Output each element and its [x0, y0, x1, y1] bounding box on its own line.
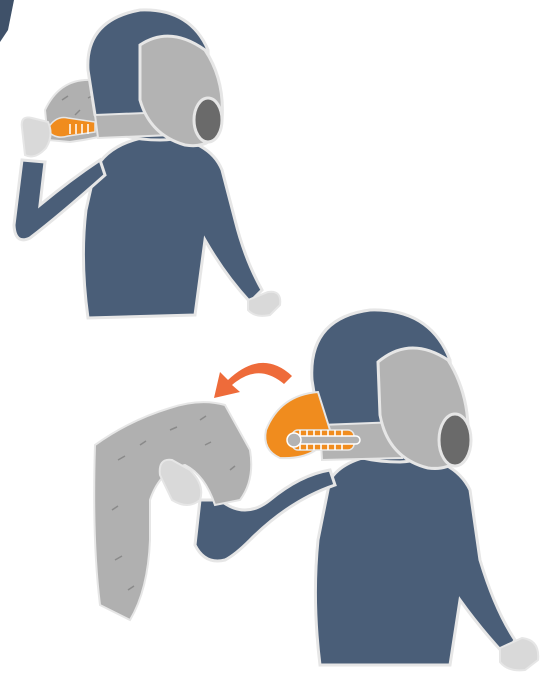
breather-cap-2: [287, 433, 301, 447]
suit-torso-2: [315, 452, 515, 665]
glove-left-1: [22, 117, 51, 156]
panel-step-1: [14, 10, 280, 318]
visor-1: [194, 98, 222, 142]
panel-step-2: [94, 310, 538, 670]
curved-arrow-icon: [214, 363, 292, 398]
suit-torso-1: [83, 135, 262, 318]
partial-arrow-top-left: [0, 0, 14, 42]
visor-2: [439, 414, 471, 466]
